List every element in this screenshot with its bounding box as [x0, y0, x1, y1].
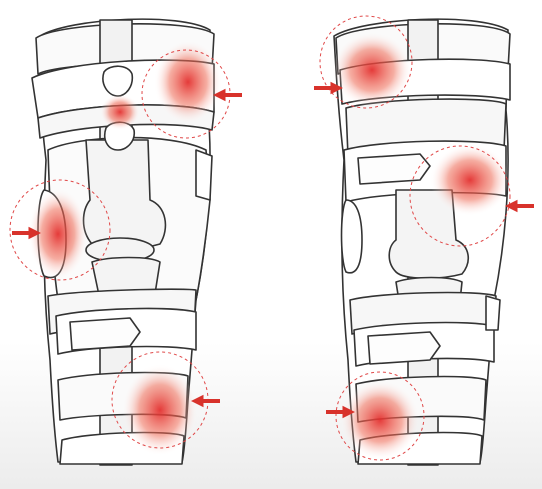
pressure-zone-icon [154, 40, 222, 124]
pressure-zone-icon [340, 380, 420, 460]
pressure-zone-icon [332, 32, 412, 108]
right-hinge-right [486, 296, 500, 330]
left-kneecap-pad-top [103, 66, 132, 96]
pressure-zone-icon [122, 364, 198, 456]
pressure-zone-icon [100, 94, 140, 130]
pressure-zone-icon [430, 144, 510, 216]
left-hinge-right [196, 150, 212, 200]
pressure-zone-icon [28, 188, 88, 280]
